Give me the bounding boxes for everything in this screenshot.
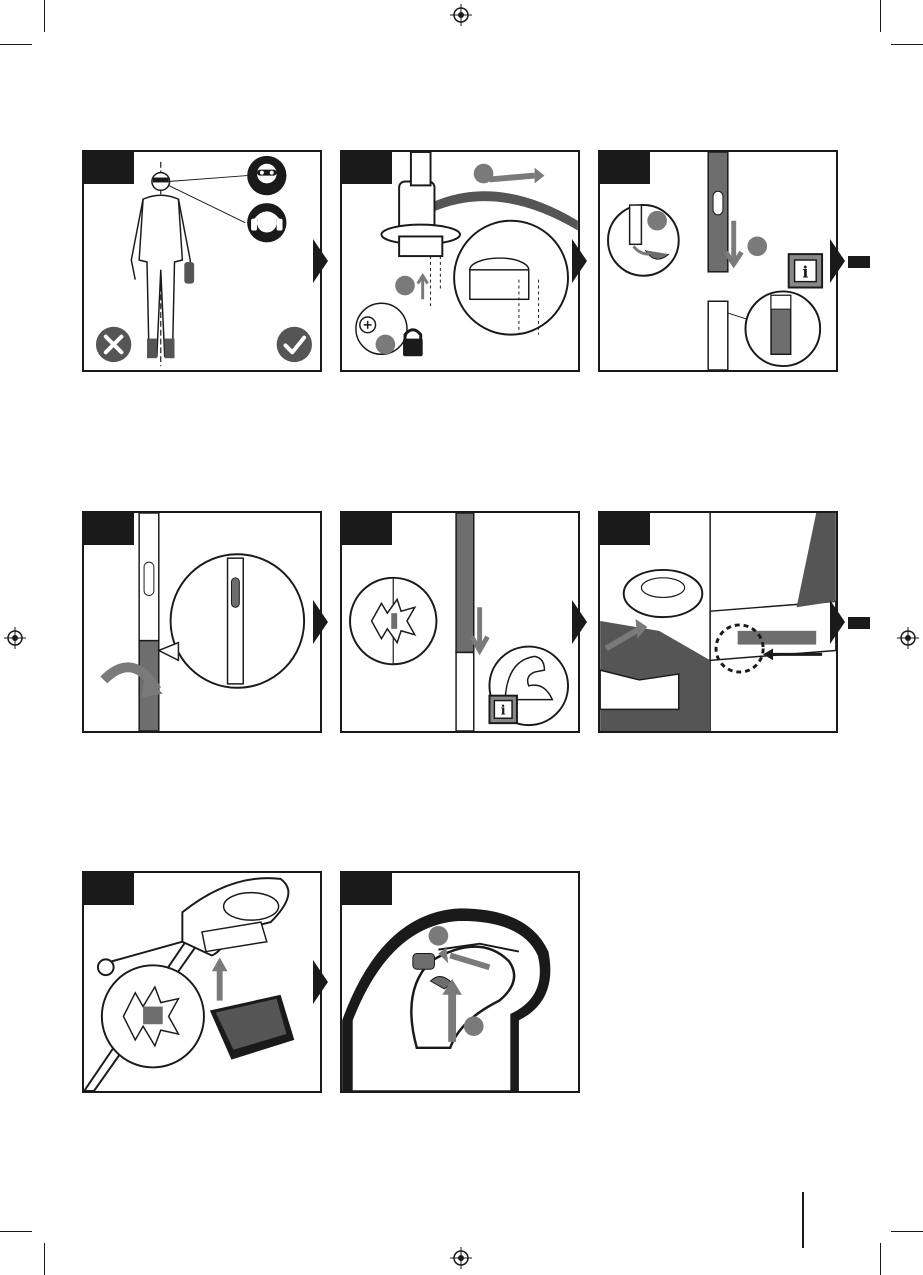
step-panel-4: [82, 511, 322, 733]
next-step-arrow-4: [313, 600, 328, 644]
crop-mark-bl-v: [44, 1243, 45, 1275]
step-panel-8: [340, 871, 580, 1093]
spool-guard-illustration: [600, 513, 836, 731]
correct-icon: [277, 327, 312, 362]
crop-mark-tr-h: [891, 44, 923, 45]
crop-mark-br-v: [880, 1243, 881, 1275]
wrong-icon: [96, 327, 131, 362]
crop-mark-bl-h: [0, 1231, 32, 1232]
crop-mark-br-h: [891, 1231, 923, 1232]
crop-mark-tl-v: [44, 0, 45, 32]
next-step-arrow-6: [830, 600, 845, 644]
next-step-arrow-2: [572, 239, 587, 283]
next-step-arrow-5: [572, 600, 587, 644]
battery-insert-illustration: [84, 873, 320, 1091]
step-panel-3: i: [598, 150, 838, 372]
info-icon: i: [489, 696, 516, 723]
crop-mark-tr-v: [880, 0, 881, 32]
step-panel-5: i: [340, 511, 580, 733]
svg-text:i: i: [501, 703, 506, 718]
info-icon: i: [789, 254, 822, 287]
handle-switch-illustration: [342, 873, 578, 1091]
step-panel-2: [340, 150, 580, 372]
next-step-arrow-1: [313, 239, 328, 283]
svg-text:i: i: [802, 263, 808, 282]
next-step-arrow-3: [830, 239, 845, 283]
ear-protection-icon: [247, 203, 286, 242]
guard-attachment-illustration: [342, 152, 578, 370]
next-step-arrow-7: [313, 960, 328, 1004]
step-panel-6: [598, 511, 838, 733]
reference-block-2: [848, 617, 870, 629]
registration-mark-top-icon: [450, 4, 472, 26]
push-shaft-illustration: i: [342, 513, 578, 731]
reference-block-1: [848, 256, 870, 268]
crop-mark-tl-h: [0, 44, 32, 45]
step-panel-7: [82, 871, 322, 1093]
lock-icon: [403, 330, 423, 357]
step-panel-1: [82, 150, 322, 372]
shaft-insert-illustration: i: [600, 152, 836, 370]
goggles-icon: [247, 156, 286, 195]
registration-mark-right-icon: [897, 627, 919, 649]
protective-equipment-illustration: [84, 152, 320, 370]
registration-mark-left-icon: [4, 627, 26, 649]
rotate-shaft-illustration: [84, 513, 320, 731]
registration-mark-bottom-icon: [450, 1247, 472, 1269]
page-number-rule: [802, 1192, 804, 1248]
